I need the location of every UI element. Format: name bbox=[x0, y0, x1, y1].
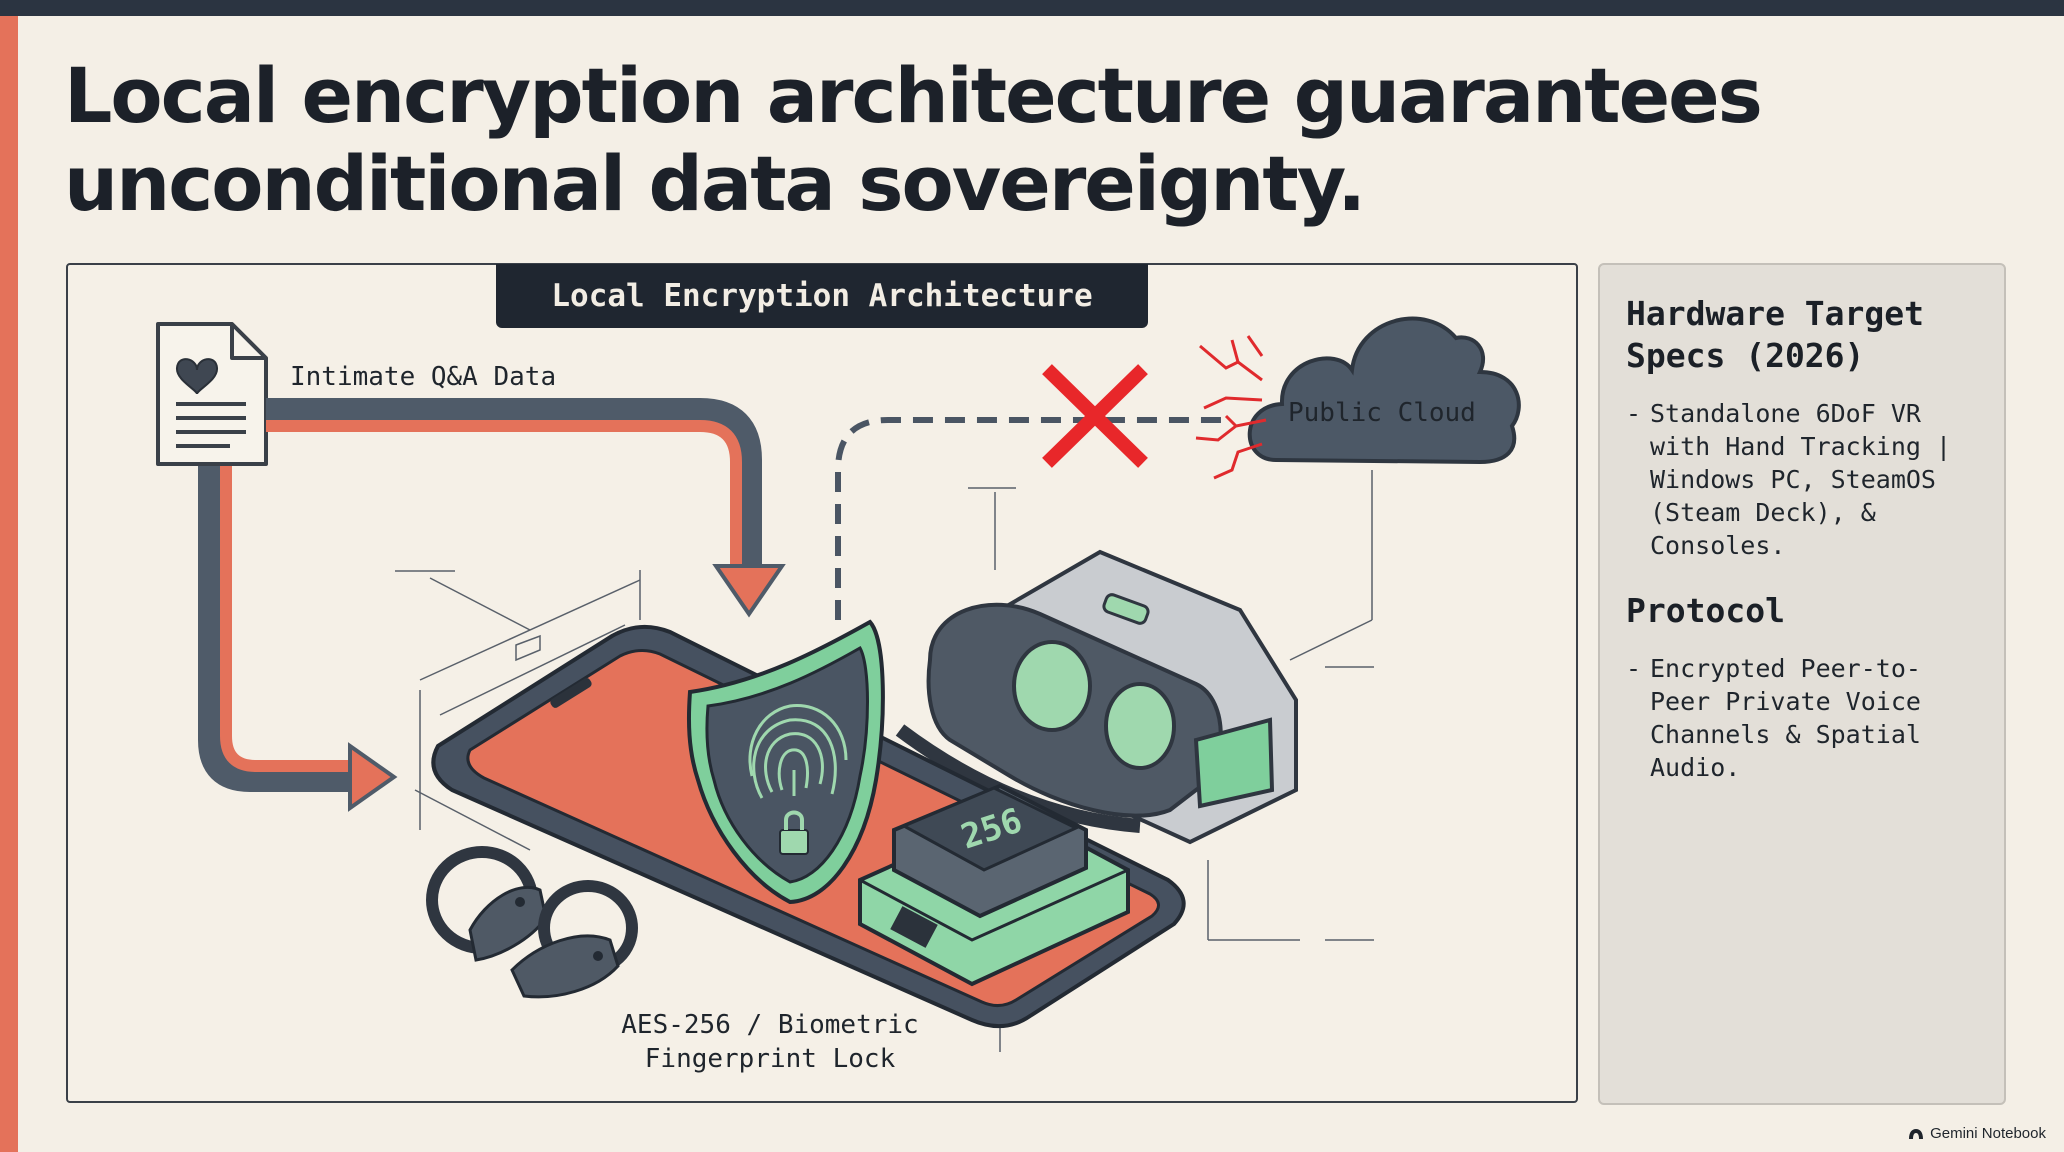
fingerprint-icon bbox=[748, 704, 848, 799]
data-flow-arrow-right bbox=[198, 466, 398, 812]
encryption-lock-label-line2: Fingerprint Lock bbox=[644, 1044, 896, 1074]
footer-brand: Gemini Notebook bbox=[1908, 1125, 2046, 1142]
cloud-icon bbox=[1247, 316, 1521, 465]
spec-heading-protocol: Protocol bbox=[1626, 591, 1785, 630]
crack-icon bbox=[1195, 335, 1267, 480]
hardware-spec-panel: Hardware Target Specs (2026) - Standalon… bbox=[1598, 263, 2006, 1105]
shield-icon bbox=[686, 619, 885, 905]
data-flow-arrow-down bbox=[266, 398, 786, 618]
encryption-lock-label-line1: AES-256 / Biometric bbox=[621, 1010, 919, 1040]
spec-item-protocol-text: Encrypted Peer-to-Peer Private Voice Cha… bbox=[1650, 654, 1921, 782]
brand-icon bbox=[1909, 1128, 1924, 1139]
diagram-header-label: Local Encryption Architecture bbox=[496, 264, 1148, 328]
construction-lines bbox=[395, 470, 1374, 1052]
lock-icon bbox=[779, 810, 809, 855]
slide-title: Local encryption architecture guarantees… bbox=[64, 51, 1763, 228]
spec-item-protocol: - Encrypted Peer-to-Peer Private Voice C… bbox=[1626, 652, 1978, 784]
vr-headset-icon bbox=[895, 549, 1298, 845]
bullet-dash: - bbox=[1626, 654, 1642, 683]
data-source-label: Intimate Q&A Data bbox=[290, 362, 557, 392]
blocked-x-icon bbox=[1042, 364, 1148, 468]
spec-item-hardware-text: Standalone 6DoF VR with Hand Tracking | … bbox=[1650, 399, 1952, 560]
encryption-chip: 256 bbox=[858, 783, 1130, 987]
top-accent-bar bbox=[0, 0, 2064, 16]
spec-heading-hardware: Hardware Target Specs (2026) bbox=[1626, 294, 1925, 375]
blocked-cloud-link bbox=[835, 417, 1232, 620]
left-accent-bar bbox=[0, 16, 18, 1152]
vr-controllers-icon bbox=[426, 846, 638, 999]
spec-item-hardware: - Standalone 6DoF VR with Hand Tracking … bbox=[1626, 397, 1978, 562]
encryption-lock-label: AES-256 / Biometric Fingerprint Lock bbox=[600, 1008, 940, 1076]
cloud-label: Public Cloud bbox=[1288, 398, 1476, 428]
document-icon bbox=[156, 322, 268, 466]
bullet-dash: - bbox=[1626, 399, 1642, 428]
footer-brand-text: Gemini Notebook bbox=[1930, 1125, 2046, 1142]
